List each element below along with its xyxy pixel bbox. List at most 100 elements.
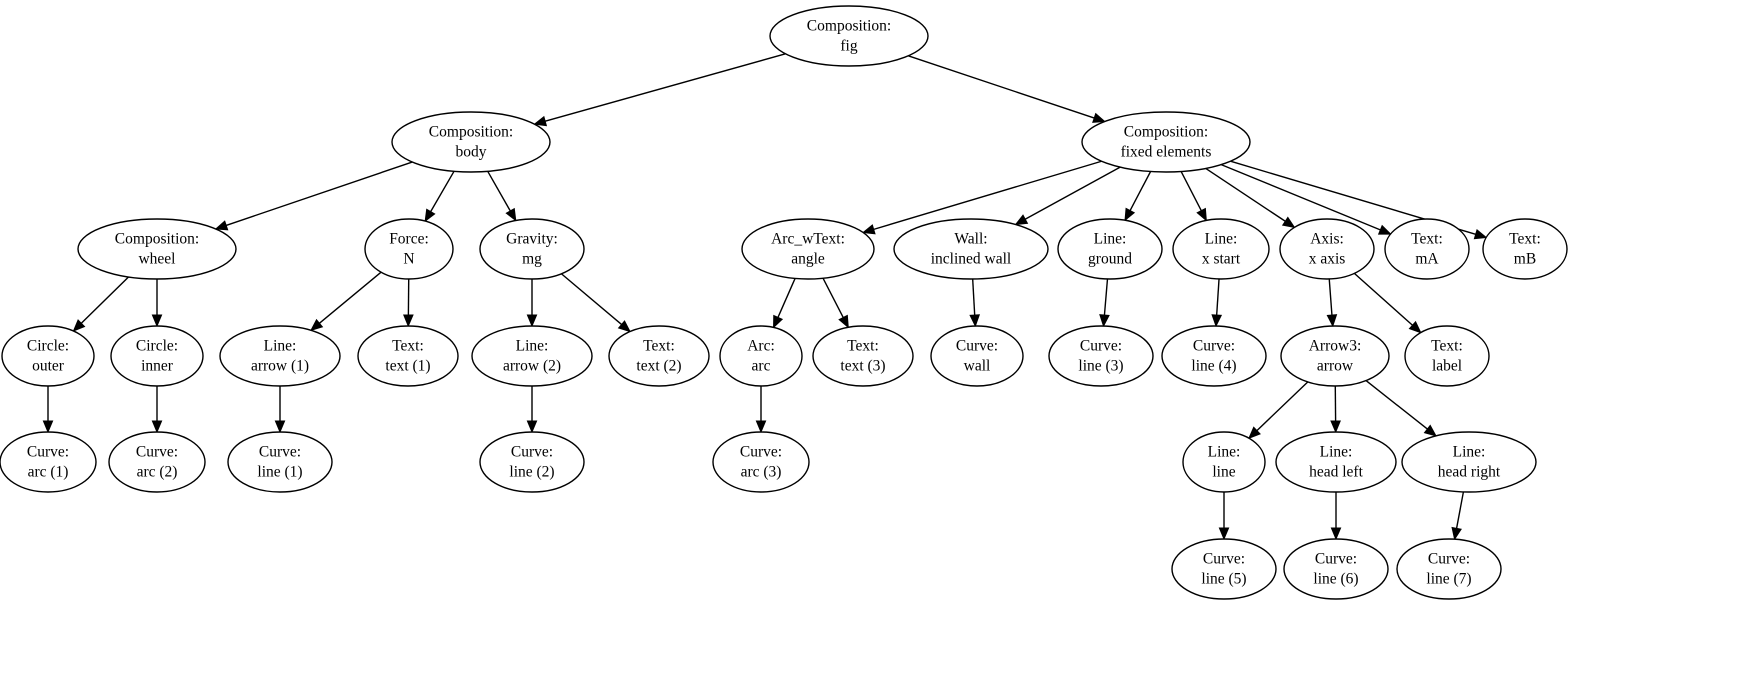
node-texttext1[interactable]: Text:text (1)	[357, 325, 459, 387]
node-ellipse[interactable]	[479, 431, 585, 493]
node-curvearc3[interactable]: Curve:arc (3)	[712, 431, 810, 493]
node-ellipse[interactable]	[1404, 325, 1490, 387]
node-ellipse[interactable]	[471, 325, 593, 387]
arrowhead-icon	[533, 115, 548, 127]
edge-line	[1220, 163, 1382, 231]
node-ellipse[interactable]	[1161, 325, 1267, 387]
arrowhead-icon	[1451, 526, 1462, 541]
node-linearrow2[interactable]: Line:arrow (2)	[471, 325, 593, 387]
node-ellipse[interactable]	[364, 218, 454, 280]
node-circleinner[interactable]: Circle:inner	[110, 325, 204, 387]
node-ellipse[interactable]	[712, 431, 810, 493]
node-texttext3[interactable]: Text:text (3)	[812, 325, 914, 387]
node-curveline3[interactable]: Curve:line (3)	[1048, 325, 1154, 387]
node-ellipse[interactable]	[719, 325, 803, 387]
node-linearrow1[interactable]: Line:arrow (1)	[219, 325, 341, 387]
node-fig[interactable]: Composition:fig	[769, 5, 929, 67]
node-ellipse[interactable]	[1279, 218, 1375, 280]
node-name-label: N	[403, 251, 414, 268]
node-curveline7[interactable]: Curve:line (7)	[1396, 538, 1502, 600]
edge-line	[544, 53, 786, 123]
node-ellipse[interactable]	[357, 325, 459, 387]
node-ellipse[interactable]	[930, 325, 1024, 387]
node-ellipse[interactable]	[227, 431, 333, 493]
node-name-label: text (3)	[840, 358, 885, 375]
node-ellipse[interactable]	[219, 325, 341, 387]
arrowhead-icon	[505, 207, 517, 222]
node-name-label: line	[1212, 464, 1235, 481]
node-arcarc[interactable]: Arc:arc	[719, 325, 803, 387]
node-lineline[interactable]: Line:line	[1182, 431, 1266, 493]
node-ellipse[interactable]	[1283, 538, 1389, 600]
node-ellipse[interactable]	[1275, 431, 1397, 493]
node-xaxis[interactable]: Axis:x axis	[1279, 218, 1375, 280]
node-curvearc2[interactable]: Curve:arc (2)	[108, 431, 206, 493]
node-curveline5[interactable]: Curve:line (5)	[1171, 538, 1277, 600]
node-textlabel[interactable]: Text:label	[1404, 325, 1490, 387]
node-ellipse[interactable]	[741, 218, 875, 280]
node-gravity[interactable]: Gravity:mg	[479, 218, 585, 280]
node-arrow3[interactable]: Arrow3:arrow	[1280, 325, 1390, 387]
node-ellipse[interactable]	[77, 218, 237, 280]
node-curvearc1[interactable]: Curve:arc (1)	[0, 431, 97, 493]
node-wheel[interactable]: Composition:wheel	[77, 218, 237, 280]
node-ellipse[interactable]	[108, 431, 206, 493]
node-ellipse[interactable]	[1081, 111, 1251, 173]
arrowhead-icon	[773, 314, 784, 329]
edge-fixed-to-arcwtext	[861, 160, 1102, 235]
node-ellipse[interactable]	[1171, 538, 1277, 600]
node-ellipse[interactable]	[1280, 325, 1390, 387]
node-ellipse[interactable]	[1396, 538, 1502, 600]
node-body[interactable]: Composition:body	[391, 111, 551, 173]
node-ellipse[interactable]	[1, 325, 95, 387]
node-texttext2[interactable]: Text:text (2)	[608, 325, 710, 387]
arrowhead-icon	[1099, 314, 1110, 328]
node-ellipse[interactable]	[1182, 431, 1266, 493]
node-fixed[interactable]: Composition:fixed elements	[1081, 111, 1251, 173]
node-type-label: Curve:	[956, 338, 998, 355]
node-ellipse[interactable]	[391, 111, 551, 173]
node-ellipse[interactable]	[1057, 218, 1163, 280]
node-ellipse[interactable]	[479, 218, 585, 280]
node-curvewall[interactable]: Curve:wall	[930, 325, 1024, 387]
edge-fixed-to-wall	[1014, 166, 1121, 226]
node-ellipse[interactable]	[1401, 431, 1537, 493]
node-curveline4[interactable]: Curve:line (4)	[1161, 325, 1267, 387]
node-xstart[interactable]: Line:x start	[1172, 218, 1270, 280]
node-ellipse[interactable]	[0, 431, 97, 493]
node-curveline2[interactable]: Curve:line (2)	[479, 431, 585, 493]
node-ellipse[interactable]	[769, 5, 929, 67]
node-lineheadl[interactable]: Line:head left	[1275, 431, 1397, 493]
node-lineheadr[interactable]: Line:head right	[1401, 431, 1537, 493]
node-curveline6[interactable]: Curve:line (6)	[1283, 538, 1389, 600]
arrowhead-icon	[424, 208, 436, 223]
node-name-label: mg	[522, 251, 542, 268]
node-curveline1[interactable]: Curve:line (1)	[227, 431, 333, 493]
node-circleouter[interactable]: Circle:outer	[1, 325, 95, 387]
edge-fixed-to-xaxis	[1205, 167, 1296, 229]
node-ellipse[interactable]	[893, 218, 1049, 280]
node-ellipse[interactable]	[812, 325, 914, 387]
arrowhead-icon	[309, 318, 324, 332]
node-ellipse[interactable]	[1048, 325, 1154, 387]
node-ground[interactable]: Line:ground	[1057, 218, 1163, 280]
node-ellipse[interactable]	[1384, 218, 1470, 280]
node-name-label: fig	[840, 38, 857, 55]
node-wall[interactable]: Wall:inclined wall	[893, 218, 1049, 280]
arrowhead-icon	[1423, 424, 1438, 437]
edge-body-to-gravity	[487, 170, 517, 222]
node-type-label: Composition:	[1124, 124, 1208, 141]
node-ellipse[interactable]	[1482, 218, 1568, 280]
node-ellipse[interactable]	[1172, 218, 1270, 280]
node-ellipse[interactable]	[608, 325, 710, 387]
edge-line	[1180, 171, 1203, 212]
edge-line	[560, 273, 623, 326]
node-textmA[interactable]: Text:mA	[1384, 218, 1470, 280]
node-type-label: Line:	[1320, 444, 1353, 461]
node-textmB[interactable]: Text:mB	[1482, 218, 1568, 280]
arrowhead-icon	[969, 314, 981, 328]
node-ellipse[interactable]	[110, 325, 204, 387]
node-arcwtext[interactable]: Arc_wText:angle	[741, 218, 875, 280]
node-forceN[interactable]: Force:N	[364, 218, 454, 280]
node-name-label: outer	[32, 358, 65, 375]
